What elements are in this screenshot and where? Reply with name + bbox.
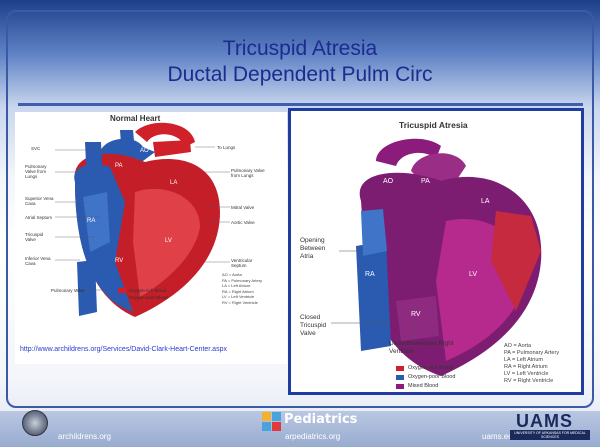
title-divider [18, 103, 583, 106]
label-opening-between-atria: Opening Between Atria [300, 237, 340, 261]
label-superior-vena-cava: Superior Vena Cava [25, 196, 55, 206]
slide-title: Tricuspid Atresia Ductal Dependent Pulm … [0, 36, 600, 88]
tricuspid-abbreviations: AO = Aorta PA = Pulmonary Artery LA = Le… [504, 343, 559, 385]
svg-text:AO: AO [383, 178, 394, 185]
footer-arpediatrics[interactable]: arpediatrics.org [285, 432, 340, 441]
label-pulm-valve-right: Pulmonary Valve from Lungs [231, 168, 271, 178]
source-link[interactable]: http://www.archildrens.org/Services/Davi… [20, 346, 227, 353]
legend-swatch-mixed [396, 384, 404, 389]
label-to-lungs: To Lungs [217, 145, 235, 150]
legend-swatch-oxygen-poor-r [396, 375, 404, 380]
label-inferior-vena-cava: Inferior Vena Cava [25, 256, 53, 266]
normal-heart-figure: Normal Heart AO PA LA RA LV RV [15, 112, 287, 364]
label-pulmonary-valve: Pulmonary Valve [51, 288, 85, 293]
title-line-2: Ductal Dependent Pulm Circ [0, 62, 600, 88]
svg-text:LV: LV [165, 238, 172, 244]
normal-heart-illustration: AO PA LA RA LV RV [15, 112, 287, 364]
label-mitral-valve: Mitral Valve [231, 205, 254, 210]
legend-swatch-oxygen-poor [118, 295, 126, 300]
svg-text:RV: RV [115, 258, 123, 264]
label-closed-tricuspid-valve: Closed Tricuspid Valve [300, 314, 335, 338]
legend-swatch-oxygen-rich [118, 288, 126, 293]
uams-logo-text: UAMS [516, 411, 573, 432]
legend-swatch-oxygen-rich-r [396, 366, 404, 371]
svg-text:RA: RA [87, 218, 95, 224]
pediatrics-logo-text: Pediatrics [284, 412, 357, 427]
label-tricuspid-valve: Tricuspid Valve [25, 232, 53, 242]
svg-text:PA: PA [115, 163, 123, 169]
pediatrics-logo-square-red [272, 422, 281, 431]
label-ventricular-septum: Ventricular Septum [231, 258, 265, 268]
svg-text:RV: RV [411, 311, 421, 318]
svg-text:LA: LA [481, 198, 490, 205]
normal-ao-label: AO [140, 148, 149, 154]
footer-archildrens[interactable]: archildrens.org [58, 432, 111, 441]
label-aortic-valve: Aortic Valve [231, 220, 255, 225]
svg-text:LV: LV [469, 271, 477, 278]
pediatrics-logo-square-yellow [262, 412, 271, 421]
label-underdeveloped-rv: Underdeveloped Right Ventricle [389, 340, 459, 356]
pediatrics-logo-square-blue2 [262, 422, 271, 431]
uams-logo-subtitle: UNIVERSITY OF ARKANSAS FOR MEDICAL SCIEN… [510, 430, 590, 440]
title-line-1: Tricuspid Atresia [0, 36, 600, 62]
uams-logo: UAMS UNIVERSITY OF ARKANSAS FOR MEDICAL … [516, 411, 573, 432]
tricuspid-atresia-figure: Tricuspid Atresia AO PA LA RA LV RV [288, 108, 584, 395]
childrens-hospital-seal-icon [22, 410, 48, 436]
pediatrics-logo-square-blue [272, 412, 281, 421]
label-svc: SVC [31, 146, 40, 151]
label-atrial-septum: Atrial Septum [25, 215, 52, 220]
label-pulm-valve-left: Pulmonary Valve from Lungs [25, 164, 55, 179]
svg-text:LA: LA [170, 180, 177, 186]
normal-abbreviations: AO = Aorta PA = Pulmonary Artery LA = Le… [222, 272, 262, 305]
svg-text:PA: PA [421, 178, 430, 185]
svg-text:RA: RA [365, 271, 375, 278]
